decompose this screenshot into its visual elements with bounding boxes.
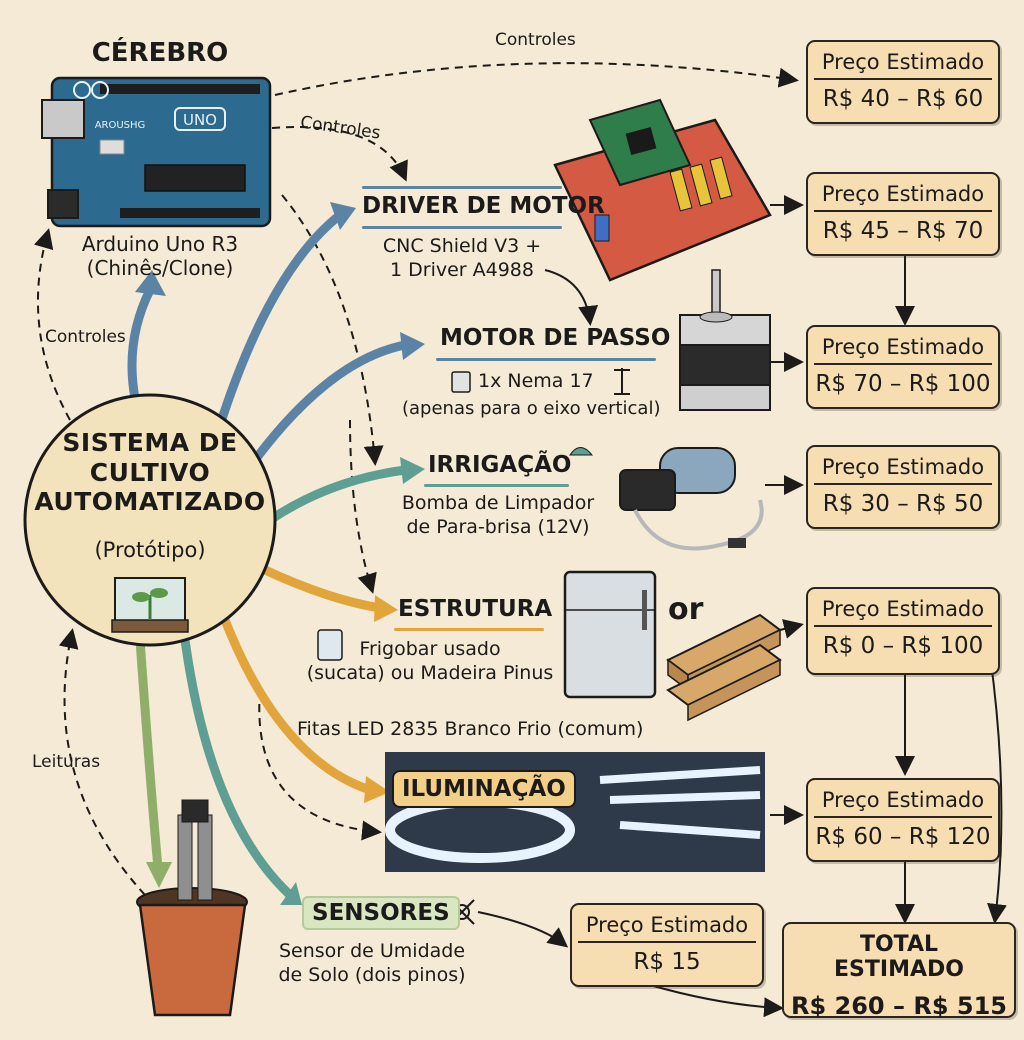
price-label: Preço Estimado (814, 447, 992, 485)
center-iluminacao-connector (258, 689, 382, 841)
price-label: Preço Estimado (814, 42, 992, 80)
price-label: Preço Estimado (578, 905, 756, 943)
center-node (23, 393, 277, 647)
center-subtitle: (Protótipo) (94, 538, 206, 562)
price-value: R$ 15 (633, 949, 701, 975)
price-sensores-to-total (649, 984, 784, 1018)
price-box-cerebro: Preço Estimado R$ 40 – R$ 60 (806, 40, 1000, 124)
dashed-connectors (33, 62, 799, 896)
plant-pot-illustration (136, 799, 248, 1017)
price-value: R$ 60 – R$ 120 (815, 824, 991, 850)
motor-note: (apenas para o eixo vertical) (402, 398, 661, 419)
wood-planks-illustration (666, 613, 782, 722)
irrigacao-underline (424, 484, 569, 487)
price-label: Preço Estimado (814, 589, 992, 627)
total-label: TOTAL ESTIMADO (834, 932, 964, 982)
or-label: or (668, 592, 704, 627)
price-value: R$ 30 – R$ 50 (822, 491, 984, 517)
board-brand: AROUSHG (95, 120, 146, 131)
price-value: R$ 45 – R$ 70 (822, 218, 984, 244)
driver-underline-bottom (362, 226, 562, 229)
estrutura-underline (394, 628, 544, 631)
driver-title: DRIVER DE MOTOR (362, 193, 605, 219)
cerebro-title: CÉREBRO (91, 38, 229, 68)
price-label: Preço Estimado (814, 174, 992, 212)
pump-illustration (619, 447, 764, 551)
estrutura-to-price (779, 619, 804, 639)
driver-underline (362, 186, 562, 189)
price-value: R$ 40 – R$ 60 (822, 86, 984, 112)
iluminacao-title: ILUMINAÇÃO (392, 770, 576, 808)
faucet-icon (569, 447, 594, 456)
price-value: R$ 70 – R$ 100 (815, 371, 991, 397)
price-label: Preço Estimado (814, 327, 992, 365)
controles-top-label: Controles (495, 30, 576, 50)
center-estrutura-connector (349, 419, 377, 594)
motor-underline (436, 358, 656, 361)
leituras-connector (58, 628, 146, 896)
sensores-subtitle: Sensor de Umidade de Solo (dois pinos) (278, 940, 466, 986)
cnc-shield-illustration (553, 98, 772, 282)
controles-left-label: Controles (45, 327, 126, 347)
greenhouse-icon (111, 577, 189, 633)
price-estrutura-to-total (987, 654, 1007, 924)
arrow-sensores (180, 635, 295, 900)
controles-top-connector (274, 62, 799, 96)
price-box-irrigacao: Preço Estimado R$ 30 – R$ 50 (806, 445, 1000, 529)
arrow-driver (215, 210, 345, 430)
motor-axis-icon (614, 368, 630, 395)
arrow-irrigacao (265, 465, 410, 525)
price-box-iluminacao: Preço Estimado R$ 60 – R$ 120 (806, 778, 1000, 862)
estrutura-title: ESTRUTURA (398, 596, 553, 622)
sensores-to-price (477, 911, 569, 948)
price-box-driver: Preço Estimado R$ 45 – R$ 70 (806, 172, 1000, 256)
fridge-small-icon (317, 629, 343, 661)
solid-connectors (477, 195, 1007, 1018)
controles-left-connector (33, 228, 71, 421)
iluminacao-note: Fitas LED 2835 Branco Frio (comum) (297, 718, 644, 740)
price-box-estrutura: Preço Estimado R$ 0 – R$ 100 (806, 587, 1000, 675)
center-title: SISTEMA DE CULTIVO AUTOMATIZADO (34, 428, 266, 516)
leituras-label: Leituras (32, 752, 101, 772)
cerebro-subtitle: Arduino Uno R3 (Chinês/Clone) (81, 232, 239, 280)
branch-arrows (127, 202, 425, 905)
irrigacao-subtitle: Bomba de Limpador de Para-brisa (12V) (401, 492, 595, 538)
controles-mid-connector (271, 126, 408, 182)
motor-title: MOTOR DE PASSO (440, 325, 671, 351)
arrow-estrutura (260, 565, 385, 613)
sensores-title: SENSORES (302, 896, 460, 930)
board-name: UNO (183, 111, 217, 129)
arrow-leituras-pot (135, 635, 163, 873)
driver-to-motor (544, 269, 599, 326)
irrigacao-title: IRRIGAÇÃO (428, 452, 572, 478)
arrow-motor (250, 340, 410, 465)
price-box-motor: Preço Estimado R$ 70 – R$ 100 (806, 325, 1000, 409)
stepper-motor-illustration (679, 269, 771, 411)
driver-subtitle: CNC Shield V3 + 1 Driver A4988 (382, 235, 542, 281)
estrutura-subtitle: Frigobar usado (sucata) ou Madeira Pinus (306, 638, 554, 684)
center-driver-connector (281, 194, 384, 466)
arduino-board-illustration: UNO AROUSHG (41, 76, 272, 228)
fridge-illustration (563, 570, 657, 699)
motor-small-icon (451, 371, 471, 393)
total-box: TOTAL ESTIMADO R$ 260 – R$ 515 (782, 922, 1016, 1020)
price-label: Preço Estimado (814, 780, 992, 818)
arrow-iluminacao (220, 615, 375, 795)
price-value: R$ 0 – R$ 100 (822, 633, 984, 659)
price-box-sensores: Preço Estimado R$ 15 (570, 903, 764, 987)
motor-subtitle: 1x Nema 17 (478, 370, 594, 392)
total-value: R$ 260 – R$ 515 (791, 992, 1007, 1020)
